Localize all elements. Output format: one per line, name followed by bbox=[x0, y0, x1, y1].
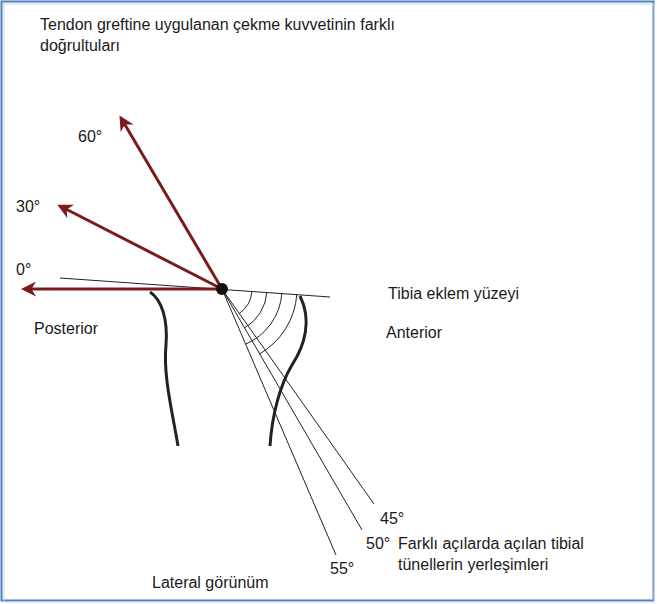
angle-arc bbox=[260, 294, 297, 354]
tunnel-line bbox=[222, 289, 362, 530]
angle-label: 60° bbox=[78, 126, 102, 147]
side-label: Posterior bbox=[34, 318, 98, 339]
angle-label: 30° bbox=[16, 196, 40, 217]
caption-note: Tendon greftine uygulanan çekme kuvvetin… bbox=[40, 14, 412, 56]
force-arrow bbox=[121, 118, 222, 289]
frame-shadow bbox=[4, 4, 654, 602]
tunnel-line bbox=[222, 289, 374, 504]
graft-point bbox=[216, 283, 228, 295]
tunnel-line bbox=[222, 289, 336, 555]
angle-label: 50° bbox=[366, 533, 390, 554]
angle-arcs bbox=[239, 291, 297, 354]
tunnel-note: Farklı açılarda açılan tibial tünellerin… bbox=[398, 533, 608, 575]
tibia-posterior-cortex bbox=[150, 292, 178, 446]
side-label: Anterior bbox=[386, 322, 442, 343]
angle-label: 0° bbox=[16, 259, 31, 280]
angle-label: 55° bbox=[330, 558, 354, 579]
angle-label: 45° bbox=[380, 508, 404, 529]
tibia-anterior-cortex bbox=[270, 296, 306, 446]
angle-arc bbox=[239, 291, 252, 313]
view-label: Lateral görünüm bbox=[152, 572, 269, 593]
force-arrow bbox=[24, 288, 222, 291]
angle-arc bbox=[245, 292, 267, 328]
surface-label: Tibia eklem yüzeyi bbox=[388, 283, 519, 304]
angle-arc bbox=[245, 293, 281, 344]
